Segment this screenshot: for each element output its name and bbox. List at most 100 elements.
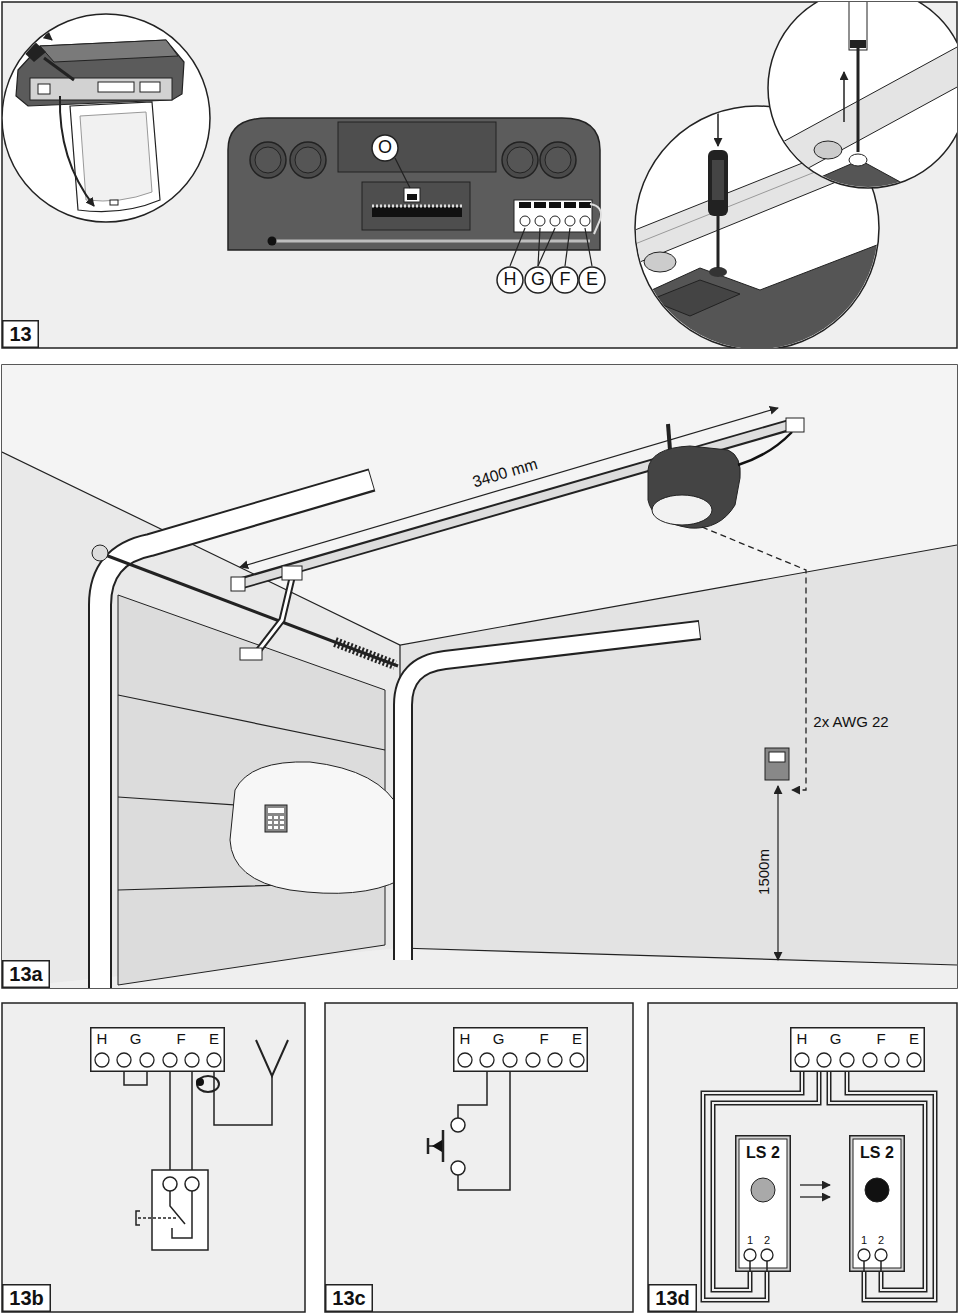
opener-housing — [250, 142, 286, 178]
terminal-name: G — [493, 1031, 505, 1048]
opener-housing — [535, 216, 545, 226]
garage-scene — [280, 821, 284, 824]
figure-number-box: 13a — [2, 960, 50, 988]
terminal-strip-outline — [790, 1027, 925, 1072]
antenna-switch-wiring — [170, 1191, 185, 1224]
antenna-switch-wiring — [163, 1177, 177, 1191]
direction-arrows — [800, 1184, 830, 1185]
garage-scene — [100, 553, 398, 666]
garage-scene — [274, 821, 278, 824]
garage-scene — [335, 642, 395, 665]
opener-housing — [404, 188, 420, 202]
mounting-insets — [630, 2, 957, 348]
figure-number: 13d — [655, 1287, 689, 1309]
limit-switch-outline — [749, 1261, 751, 1272]
opener-housing — [579, 202, 591, 208]
antenna-switch-wiring — [172, 1191, 192, 1238]
callout-letter: O — [378, 138, 392, 158]
opener-housing — [520, 216, 530, 226]
garage-scene — [268, 821, 272, 824]
antenna-switch-wiring — [152, 1170, 208, 1250]
terminal-name: F — [876, 1031, 885, 1048]
wire — [829, 1072, 925, 1290]
garage-scene — [738, 432, 792, 465]
limit-switch-outline — [880, 1261, 882, 1272]
terminal-strip-outline — [207, 1053, 221, 1067]
garage-scene — [652, 495, 712, 525]
garage-scene — [255, 578, 292, 655]
lid-removal-inset — [60, 96, 94, 206]
garage-scene — [92, 545, 108, 561]
garage-scene — [268, 808, 284, 813]
callout-circle-outline — [497, 267, 523, 293]
callout-circle-outline — [552, 267, 578, 293]
mounting-insets — [708, 150, 728, 216]
figure-number: 13 — [9, 323, 31, 345]
terminal-name: F — [539, 1031, 548, 1048]
lid-removal-inset — [98, 82, 134, 92]
switch-text: 1 — [861, 1234, 867, 1246]
garage-scene — [231, 577, 245, 591]
terminal-strip-outline — [885, 1053, 899, 1067]
mounting-insets — [768, 2, 957, 300]
terminal-name: H — [797, 1031, 808, 1048]
mounting-insets — [717, 216, 720, 268]
wire — [703, 1072, 802, 1300]
terminal-name: E — [909, 1031, 919, 1048]
garage-scene — [268, 816, 272, 819]
terminal-strip-outline — [454, 1028, 588, 1072]
mounting-insets — [849, 154, 867, 166]
leader-lines — [510, 228, 525, 266]
terminal-name: G — [130, 1031, 142, 1048]
opener-housing — [362, 182, 470, 230]
opener-housing — [590, 204, 601, 234]
opener-housing — [519, 202, 531, 208]
figure-number-box-outline — [326, 1285, 373, 1312]
limit-switch-outline — [858, 1249, 870, 1261]
figure-number-box-outline — [3, 321, 39, 348]
pushbutton-wiring — [451, 1118, 465, 1132]
antenna-switch-wiring — [196, 1078, 204, 1086]
callout-letter: H — [504, 270, 517, 290]
terminal-strip-outline — [117, 1053, 131, 1067]
figure-number-box: 13c — [325, 1284, 373, 1312]
opener-housing — [268, 237, 277, 246]
wire — [713, 1072, 819, 1290]
leader-lines — [395, 158, 410, 188]
garage-scene — [255, 578, 292, 655]
opener-housing — [338, 122, 496, 172]
garage-scene — [240, 648, 262, 660]
lid-removal-inset — [2, 14, 210, 222]
lid-removal-inset — [44, 58, 74, 80]
garage-scene — [403, 630, 699, 960]
callout-letter: G — [531, 270, 545, 290]
wire — [847, 1072, 935, 1300]
callout-circle: G — [524, 266, 552, 294]
pushbutton-wiring — [458, 1067, 487, 1118]
pushbutton-wiring — [432, 1140, 442, 1152]
terminal-strip-outline — [840, 1053, 854, 1067]
direction-arrows — [800, 1185, 830, 1197]
leader-lines — [585, 228, 592, 266]
terminal-strip-outline — [140, 1053, 154, 1067]
opener-housing — [372, 207, 462, 217]
wire — [703, 1072, 802, 1300]
terminal-strip-outline — [163, 1053, 177, 1067]
figure-number-box-outline — [3, 961, 50, 988]
callout-circle-outline — [372, 135, 398, 161]
terminal-strip-outline — [95, 1053, 109, 1067]
leader-lines — [395, 158, 592, 266]
lid-removal-inset — [2, 14, 210, 222]
limit-switch: LS 212 — [735, 1135, 791, 1272]
terminal-strip-outline — [503, 1053, 517, 1067]
lid-removal-inset — [40, 40, 178, 62]
limit-switch-outline — [736, 1136, 791, 1272]
direction-arrows — [800, 1196, 830, 1197]
antenna-switch-wiring — [169, 1067, 171, 1177]
terminal-name: E — [209, 1031, 219, 1048]
opener-housing — [550, 216, 560, 226]
figure-number: 13a — [9, 963, 42, 985]
limit-switch-outline — [853, 1139, 901, 1268]
